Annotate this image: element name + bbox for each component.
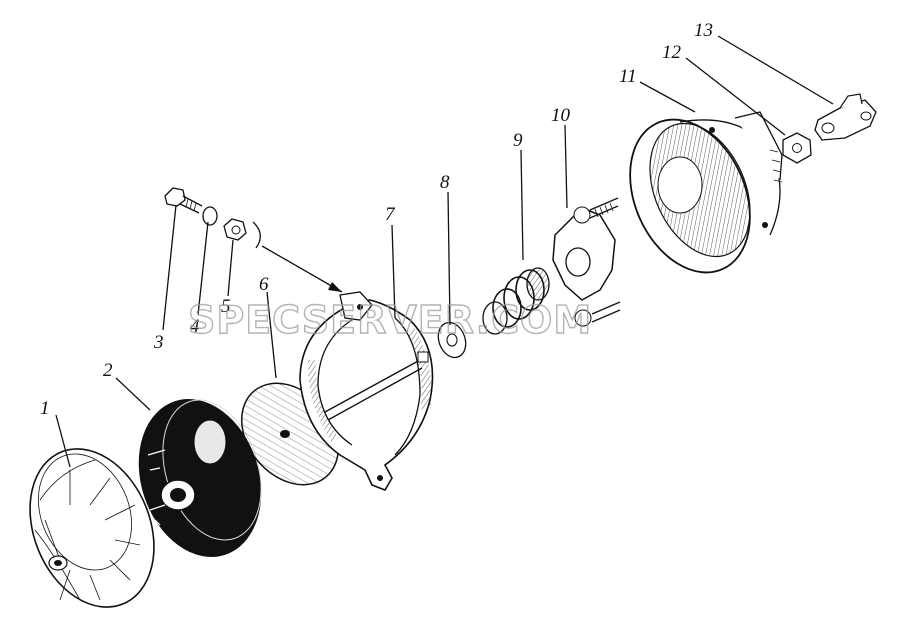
label-6: 6 xyxy=(259,274,269,295)
label-4: 4 xyxy=(190,316,200,337)
part-11-rear-housing xyxy=(629,111,783,274)
part-2-housing xyxy=(138,399,262,557)
label-2: 2 xyxy=(103,360,113,381)
label-10: 10 xyxy=(551,105,571,126)
part-8-washer xyxy=(437,321,467,359)
assembly-arrow xyxy=(252,221,343,293)
label-13: 13 xyxy=(694,20,713,41)
label-8: 8 xyxy=(440,172,450,193)
label-9: 9 xyxy=(513,130,523,151)
part-10-mounting-plate xyxy=(552,197,621,327)
label-5: 5 xyxy=(221,296,231,317)
label-1: 1 xyxy=(40,398,50,419)
label-3: 3 xyxy=(153,332,164,353)
label-11: 11 xyxy=(619,66,637,87)
leader-lines xyxy=(55,35,834,468)
part-5-nut xyxy=(223,218,247,241)
part-7-clamp-frame xyxy=(299,291,434,491)
label-7: 7 xyxy=(385,204,396,225)
watermark-text: SPECSERVER.COM xyxy=(188,298,592,342)
part-1-lens xyxy=(29,448,155,608)
part-13-bracket xyxy=(814,93,877,141)
label-12: 12 xyxy=(662,42,682,63)
part-9-spring xyxy=(482,267,550,335)
part-3-bolt xyxy=(164,187,203,214)
part-labels: 1 2 3 4 5 6 7 8 9 10 11 12 13 xyxy=(40,20,713,419)
part-12-nut xyxy=(782,132,812,164)
part-4-spring-washer xyxy=(202,206,218,226)
